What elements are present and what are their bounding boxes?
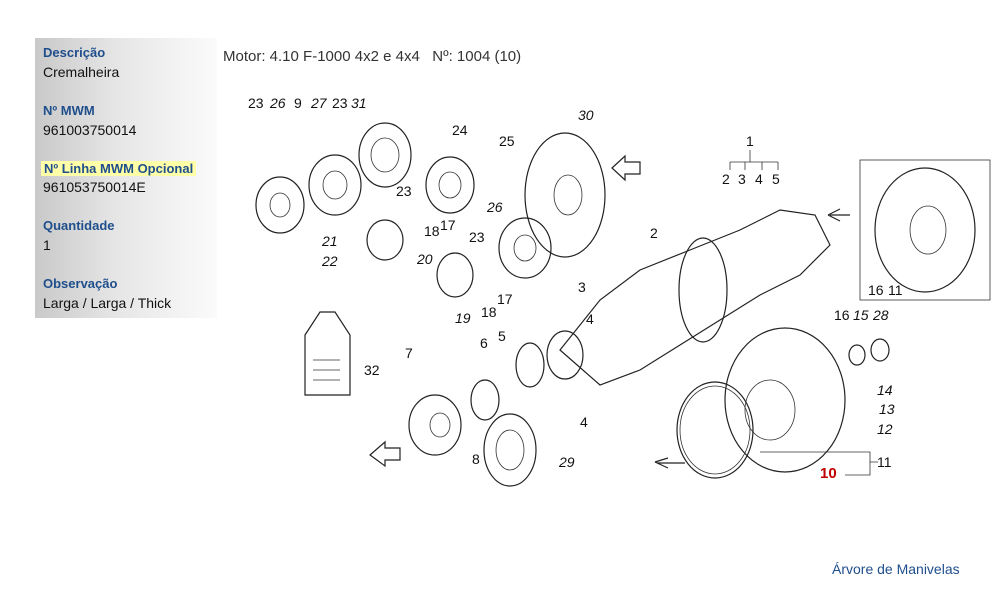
callout[interactable]: 24	[452, 122, 468, 138]
callout-labels: 23 26 9 27 23 31 24 25 30 1 2 3 4 5 23 1…	[248, 95, 903, 482]
description-label: Descrição	[43, 45, 106, 60]
callout[interactable]: 29	[558, 454, 575, 470]
callout[interactable]: 26	[269, 95, 286, 111]
callout[interactable]: 18	[424, 223, 440, 239]
quantity-value: 1	[43, 237, 51, 253]
callout[interactable]: 16	[868, 282, 884, 298]
callout[interactable]: 22	[321, 253, 338, 269]
callout[interactable]: 2	[650, 225, 658, 241]
callout[interactable]: 23	[396, 183, 412, 199]
callout[interactable]: 3	[578, 279, 586, 295]
callout[interactable]: 23	[469, 229, 485, 245]
callout[interactable]: 19	[455, 310, 471, 326]
optional-line-label: Nº Linha MWM Opcional	[41, 161, 197, 176]
callout[interactable]: 16	[834, 307, 850, 323]
callout[interactable]: 21	[321, 233, 338, 249]
callout[interactable]: 11	[877, 454, 892, 470]
callout[interactable]: 32	[364, 362, 380, 378]
callout[interactable]: 6	[480, 335, 488, 351]
part-details-panel: Descrição Cremalheira Nº MWM 96100375001…	[35, 38, 217, 318]
callout[interactable]: 31	[351, 95, 367, 111]
callout[interactable]: 4	[580, 414, 588, 430]
callout[interactable]: 20	[416, 251, 433, 267]
callout[interactable]: 5	[772, 171, 780, 187]
callout[interactable]: 25	[499, 133, 515, 149]
callout[interactable]: 3	[738, 171, 746, 187]
callout[interactable]: 23	[332, 95, 348, 111]
callout[interactable]: 23	[248, 95, 264, 111]
observation-label: Observação	[43, 276, 118, 291]
callout[interactable]: 7	[405, 345, 413, 361]
callout[interactable]: 8	[472, 451, 480, 467]
callout[interactable]: 13	[879, 401, 895, 417]
callout[interactable]: 2	[722, 171, 730, 187]
callout[interactable]: 18	[481, 304, 497, 320]
callout[interactable]: 9	[294, 95, 302, 111]
quantity-label: Quantidade	[43, 218, 115, 233]
callout[interactable]: 15	[853, 307, 869, 323]
callout[interactable]: 17	[497, 291, 513, 307]
callout[interactable]: 14	[877, 382, 893, 398]
callout[interactable]: 30	[578, 107, 594, 123]
callout[interactable]: 12	[877, 421, 893, 437]
callout[interactable]: 4	[586, 311, 594, 327]
mwm-number-value: 961003750014	[43, 122, 137, 138]
callout[interactable]: 26	[486, 199, 503, 215]
callout[interactable]: 27	[310, 95, 328, 111]
optional-line-value: 961053750014E	[43, 179, 146, 195]
observation-value: Larga / Larga / Thick	[43, 295, 172, 311]
callout[interactable]: 11	[888, 282, 903, 298]
diagram-drawing	[255, 122, 991, 487]
engine-title: Motor: 4.10 F-1000 4x2 e 4x4 Nº: 1004 (1…	[223, 48, 522, 65]
callout[interactable]: 1	[746, 133, 754, 149]
callout[interactable]: 5	[498, 328, 506, 344]
description-value: Cremalheira	[43, 64, 120, 80]
callout[interactable]: 4	[755, 171, 763, 187]
mwm-number-label: Nº MWM	[43, 103, 95, 118]
crankshaft-link[interactable]: Árvore de Manivelas	[832, 561, 960, 577]
callout[interactable]: 28	[872, 307, 889, 323]
callout[interactable]: 17	[440, 217, 456, 233]
callout-highlighted[interactable]: 10	[820, 465, 837, 482]
